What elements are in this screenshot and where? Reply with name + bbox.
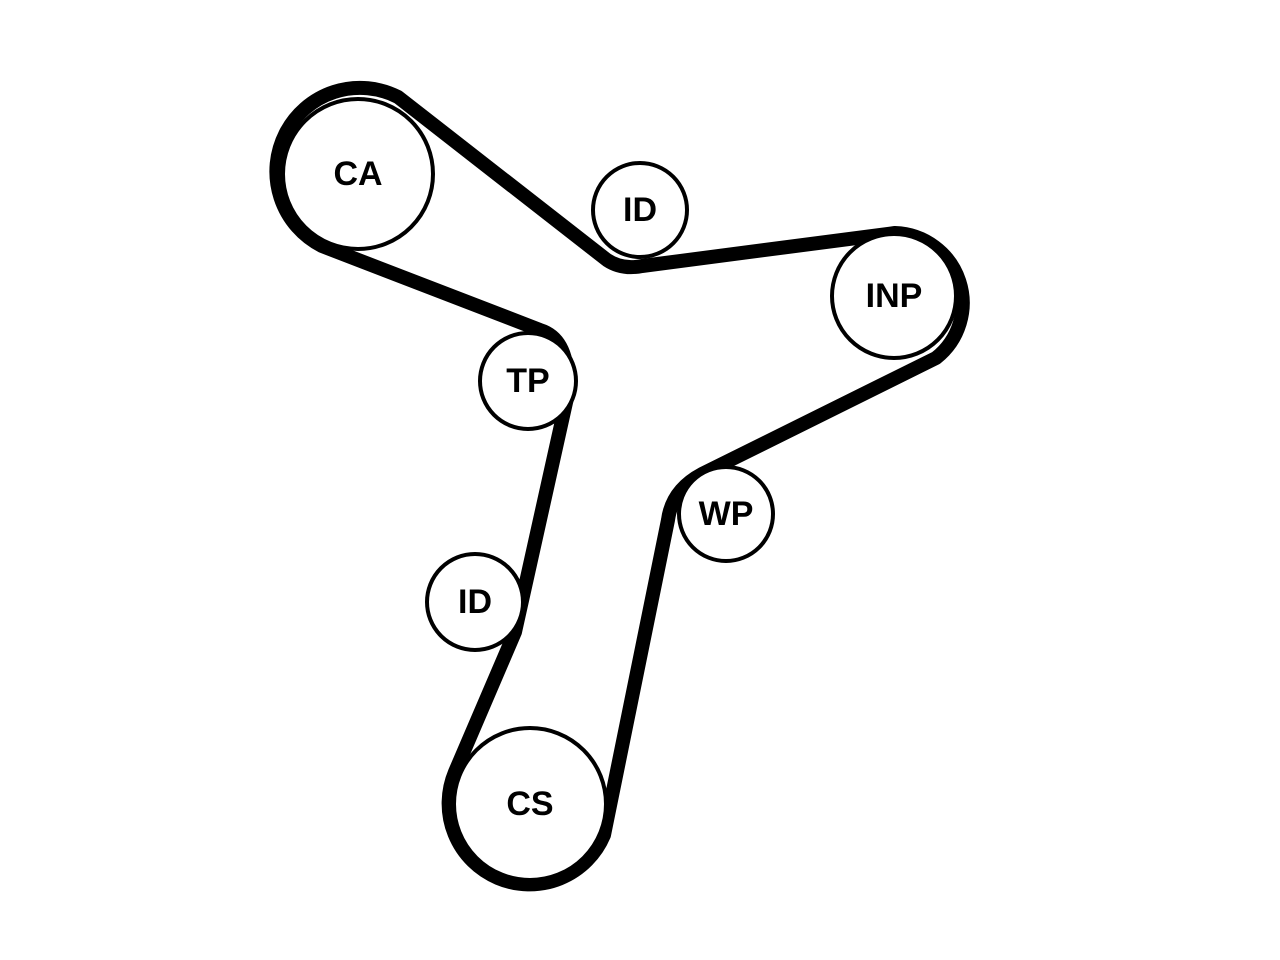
pulley-idler-upper-circle [591,161,689,259]
pulley-cs: CS [452,726,608,882]
pulley-inp-circle [830,232,958,360]
pulley-ca-label: CA [333,155,382,193]
pulley-idler-lower-circle [425,552,525,652]
pulley-inp-label: INP [866,277,923,315]
pulley-wp-label: WP [699,495,754,533]
pulley-inp: INP [830,232,958,360]
pulley-idler-lower-label: ID [458,583,492,621]
pulley-tp-label: TP [506,362,549,400]
pulley-wp-circle [677,465,775,563]
pulley-cs-circle [452,726,608,882]
pulley-cs-label: CS [506,785,553,823]
pulley-wp: WP [677,465,775,563]
timing-belt [269,80,970,892]
pulley-ca-circle [281,97,435,251]
pulley-idler-upper: ID [591,161,689,259]
pulley-idler-upper-label: ID [623,191,657,229]
pulley-tp-circle [478,331,578,431]
pulley-ca: CA [281,97,435,251]
pulley-idler-lower: ID [425,552,525,652]
pulley-tp: TP [478,331,578,431]
